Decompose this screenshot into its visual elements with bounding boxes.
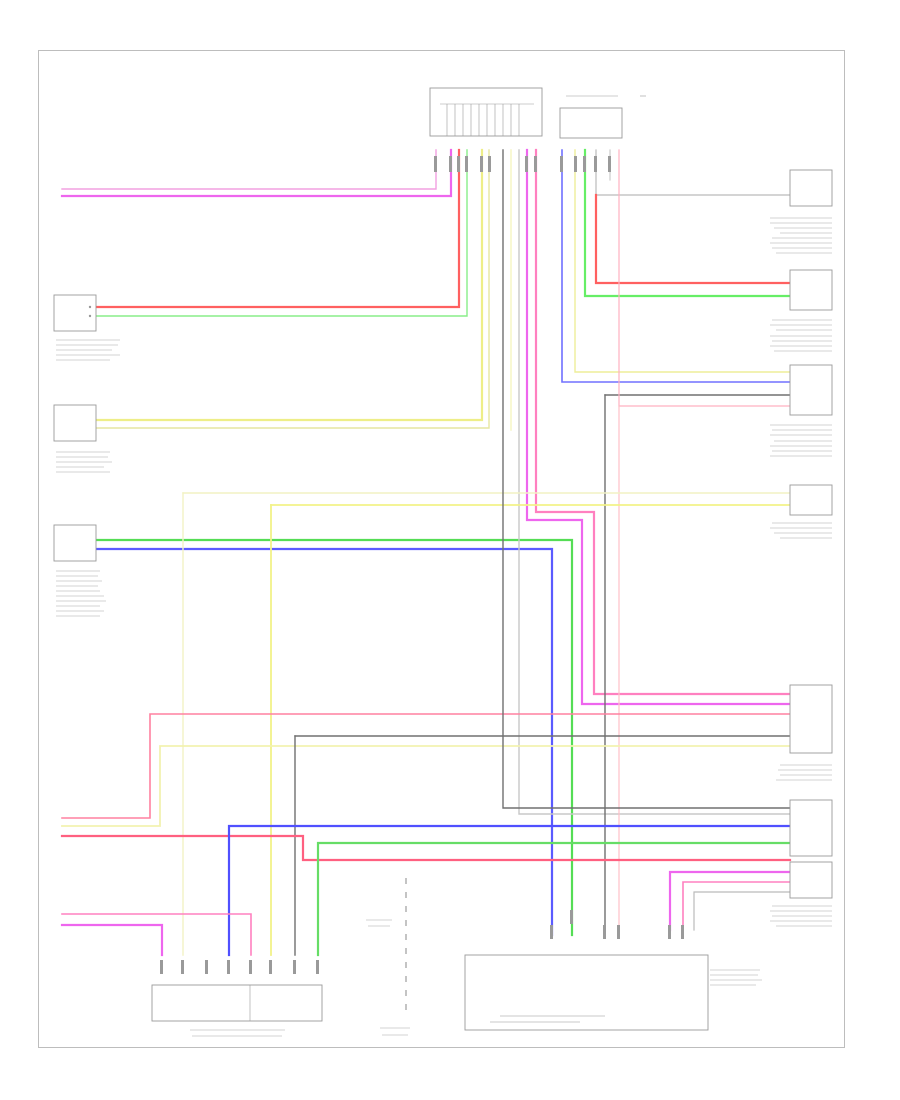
wire-green-speed [95, 149, 468, 317]
wire-blue-lower [227, 824, 792, 957]
transmission-connector [53, 404, 112, 473]
wire-pink-trunk [534, 148, 792, 696]
wire-gray-jc [595, 149, 791, 196]
wire-yellow-trans-2 [95, 149, 490, 429]
bottom-right-ecu-connector [464, 954, 762, 1031]
right-connector-3 [770, 364, 833, 457]
wire-lightpink-jc [618, 149, 791, 407]
vehicle-speed-sensor-connector [53, 294, 120, 361]
wire-red-jc [594, 193, 792, 285]
bottom-left-ecu-connector [151, 984, 323, 1037]
wire-green-jc [583, 148, 792, 298]
right-connector-1 [770, 169, 833, 254]
diagram-frame [38, 50, 845, 1048]
wire-blue-yaw [94, 547, 554, 937]
wire-gray-br [693, 891, 791, 931]
wire-magenta-br [668, 870, 792, 932]
wire-green-lower [316, 841, 792, 957]
right-connector-7 [770, 861, 833, 927]
wire-pink-lower [61, 713, 791, 819]
right-connector-2 [770, 269, 833, 352]
wire-pink-lower2 [60, 834, 792, 862]
terminal-markers [160, 156, 684, 974]
wire-yellow-trans-1 [94, 148, 484, 422]
wire-yellow-jc [574, 149, 791, 373]
main-body-ecu-connector [429, 87, 543, 137]
wire-magenta-bottom [60, 923, 164, 957]
wire-pink-top [61, 149, 437, 190]
wire-blue-jc [561, 149, 791, 383]
right-connector-4 [770, 484, 833, 539]
right-connector-6 [789, 799, 833, 857]
wire-green-yaw [94, 538, 574, 937]
wire-red-speed [94, 148, 461, 309]
junction-connector [559, 95, 646, 139]
wire-gray-trunk [518, 149, 791, 815]
wire-pink-bottom [61, 913, 252, 956]
right-connector-5 [776, 684, 833, 781]
wire-magenta-trunk [525, 148, 792, 706]
yaw-rate-sensor-connector [53, 524, 106, 617]
wire-lightyellow-lower [61, 745, 791, 827]
wire-pink-br [682, 881, 791, 931]
ground-symbol [366, 878, 410, 1036]
wire-black-lower2 [502, 149, 791, 809]
